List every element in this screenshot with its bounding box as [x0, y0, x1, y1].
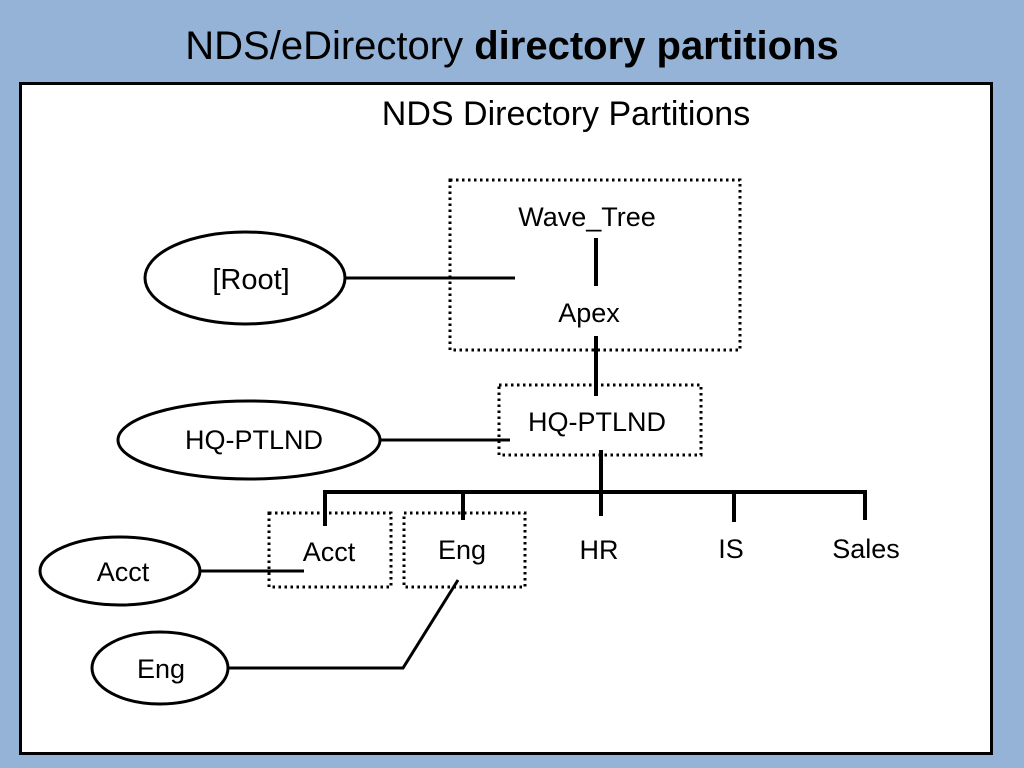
slide-title-bold: directory partitions — [474, 24, 839, 68]
node-acct: Acct — [303, 537, 356, 567]
hq-ptlnd-partition-label: HQ-PTLND — [185, 425, 323, 455]
acct-partition-box — [267, 511, 393, 589]
eng-callout-line — [228, 579, 460, 670]
eng-partition-label: Eng — [137, 654, 185, 684]
node-hr: HR — [580, 535, 619, 565]
diagram-heading: NDS Directory Partitions — [382, 95, 750, 133]
partition-ellipses — [38, 230, 382, 706]
node-eng: Eng — [438, 535, 486, 565]
node-sales: Sales — [832, 534, 900, 564]
callout-lines — [200, 276, 515, 670]
acct-ellipse — [38, 535, 202, 607]
partition-boxes — [267, 178, 742, 589]
root-partition-label: [Root] — [212, 264, 289, 296]
tree-connectors — [323, 238, 867, 526]
slide-title: NDS/eDirectory directory partitions — [0, 22, 1024, 70]
root-ellipse — [143, 230, 347, 326]
hq-ptlnd-ellipse — [116, 399, 382, 481]
node-hq-ptlnd: HQ-PTLND — [528, 407, 666, 437]
node-wave-tree: Wave_Tree — [518, 202, 656, 232]
node-apex: Apex — [558, 298, 620, 328]
acct-partition-label: Acct — [97, 557, 150, 587]
eng-ellipse — [90, 630, 230, 706]
root-partition-box — [448, 178, 742, 352]
node-is: IS — [718, 534, 744, 564]
slide-title-regular: NDS/eDirectory — [185, 24, 464, 68]
